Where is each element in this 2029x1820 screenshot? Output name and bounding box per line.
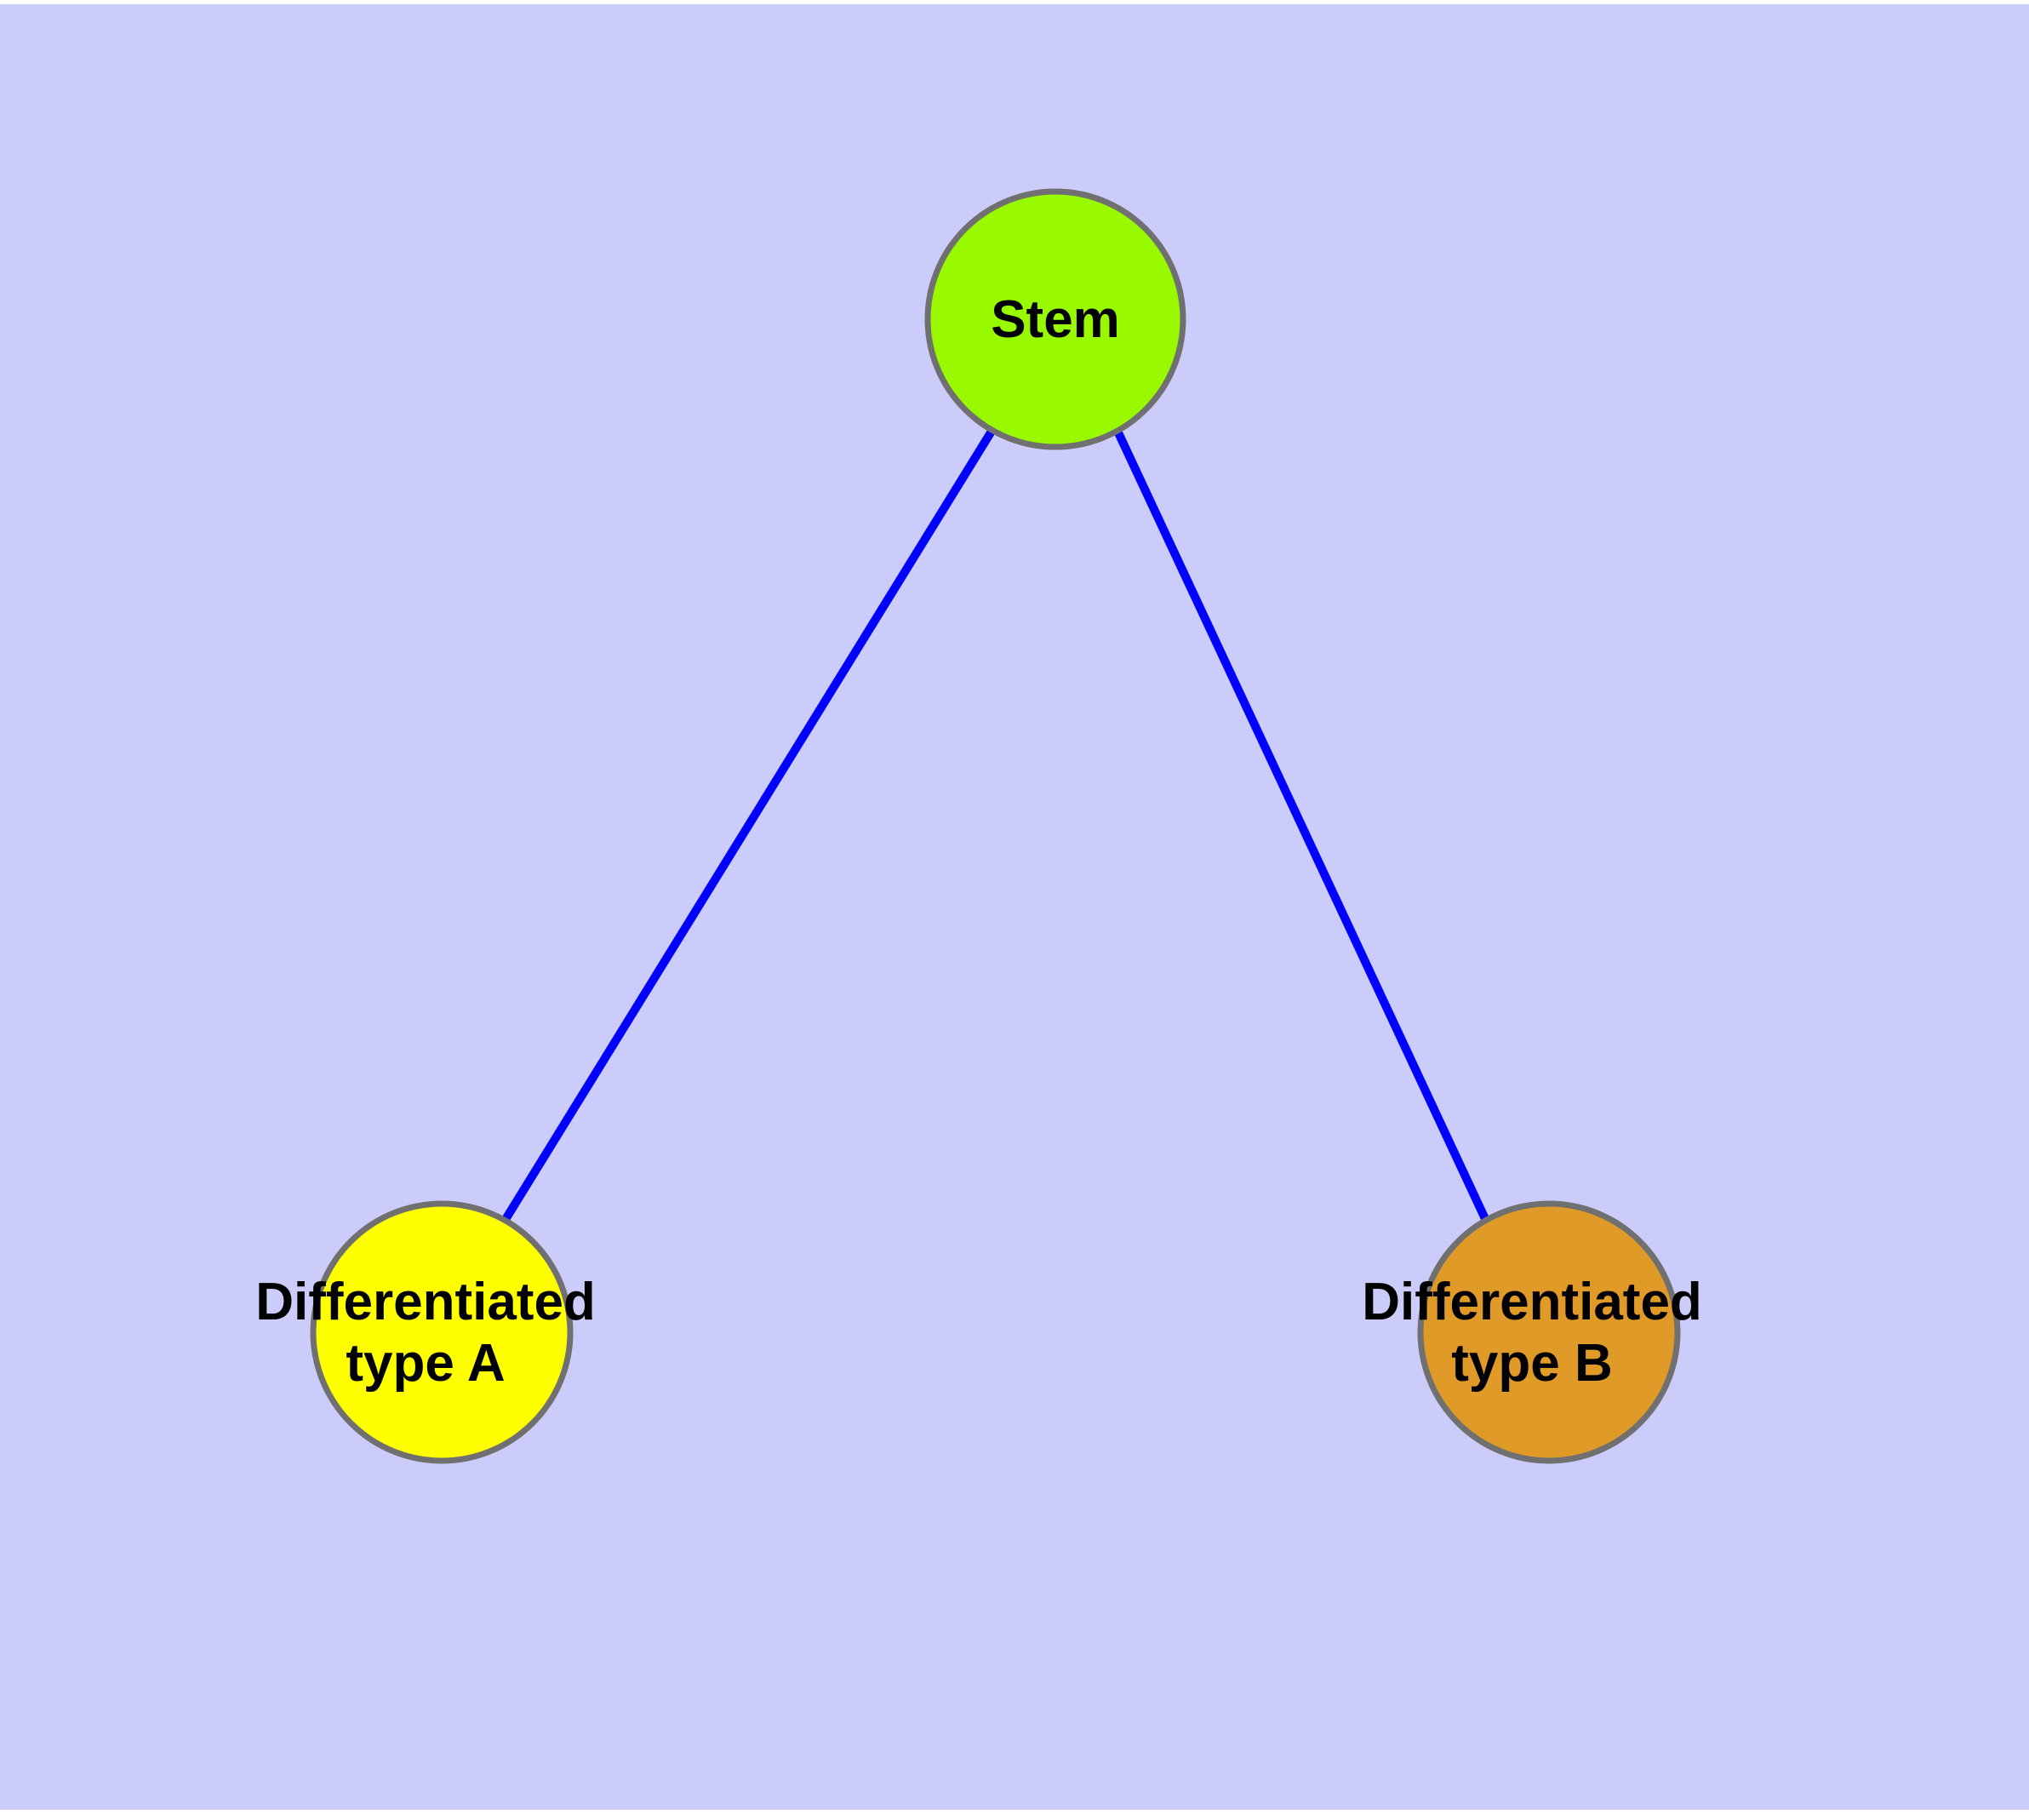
node-differentiated-type-b[interactable] (1417, 1200, 1681, 1464)
edges-layer (500, 426, 1491, 1225)
node-differentiated-type-a[interactable] (310, 1200, 574, 1464)
stem-node-circle[interactable] (924, 188, 1186, 450)
type-a-node-circle[interactable] (310, 1200, 574, 1464)
node-stem[interactable] (924, 188, 1186, 450)
edge-stem-to-type-b[interactable] (1112, 426, 1491, 1225)
edge-stem-to-type-a[interactable] (500, 427, 997, 1223)
nodes-layer (310, 188, 1681, 1464)
stem-node-label: Stem (991, 290, 1120, 349)
type-b-node-circle[interactable] (1417, 1200, 1681, 1464)
